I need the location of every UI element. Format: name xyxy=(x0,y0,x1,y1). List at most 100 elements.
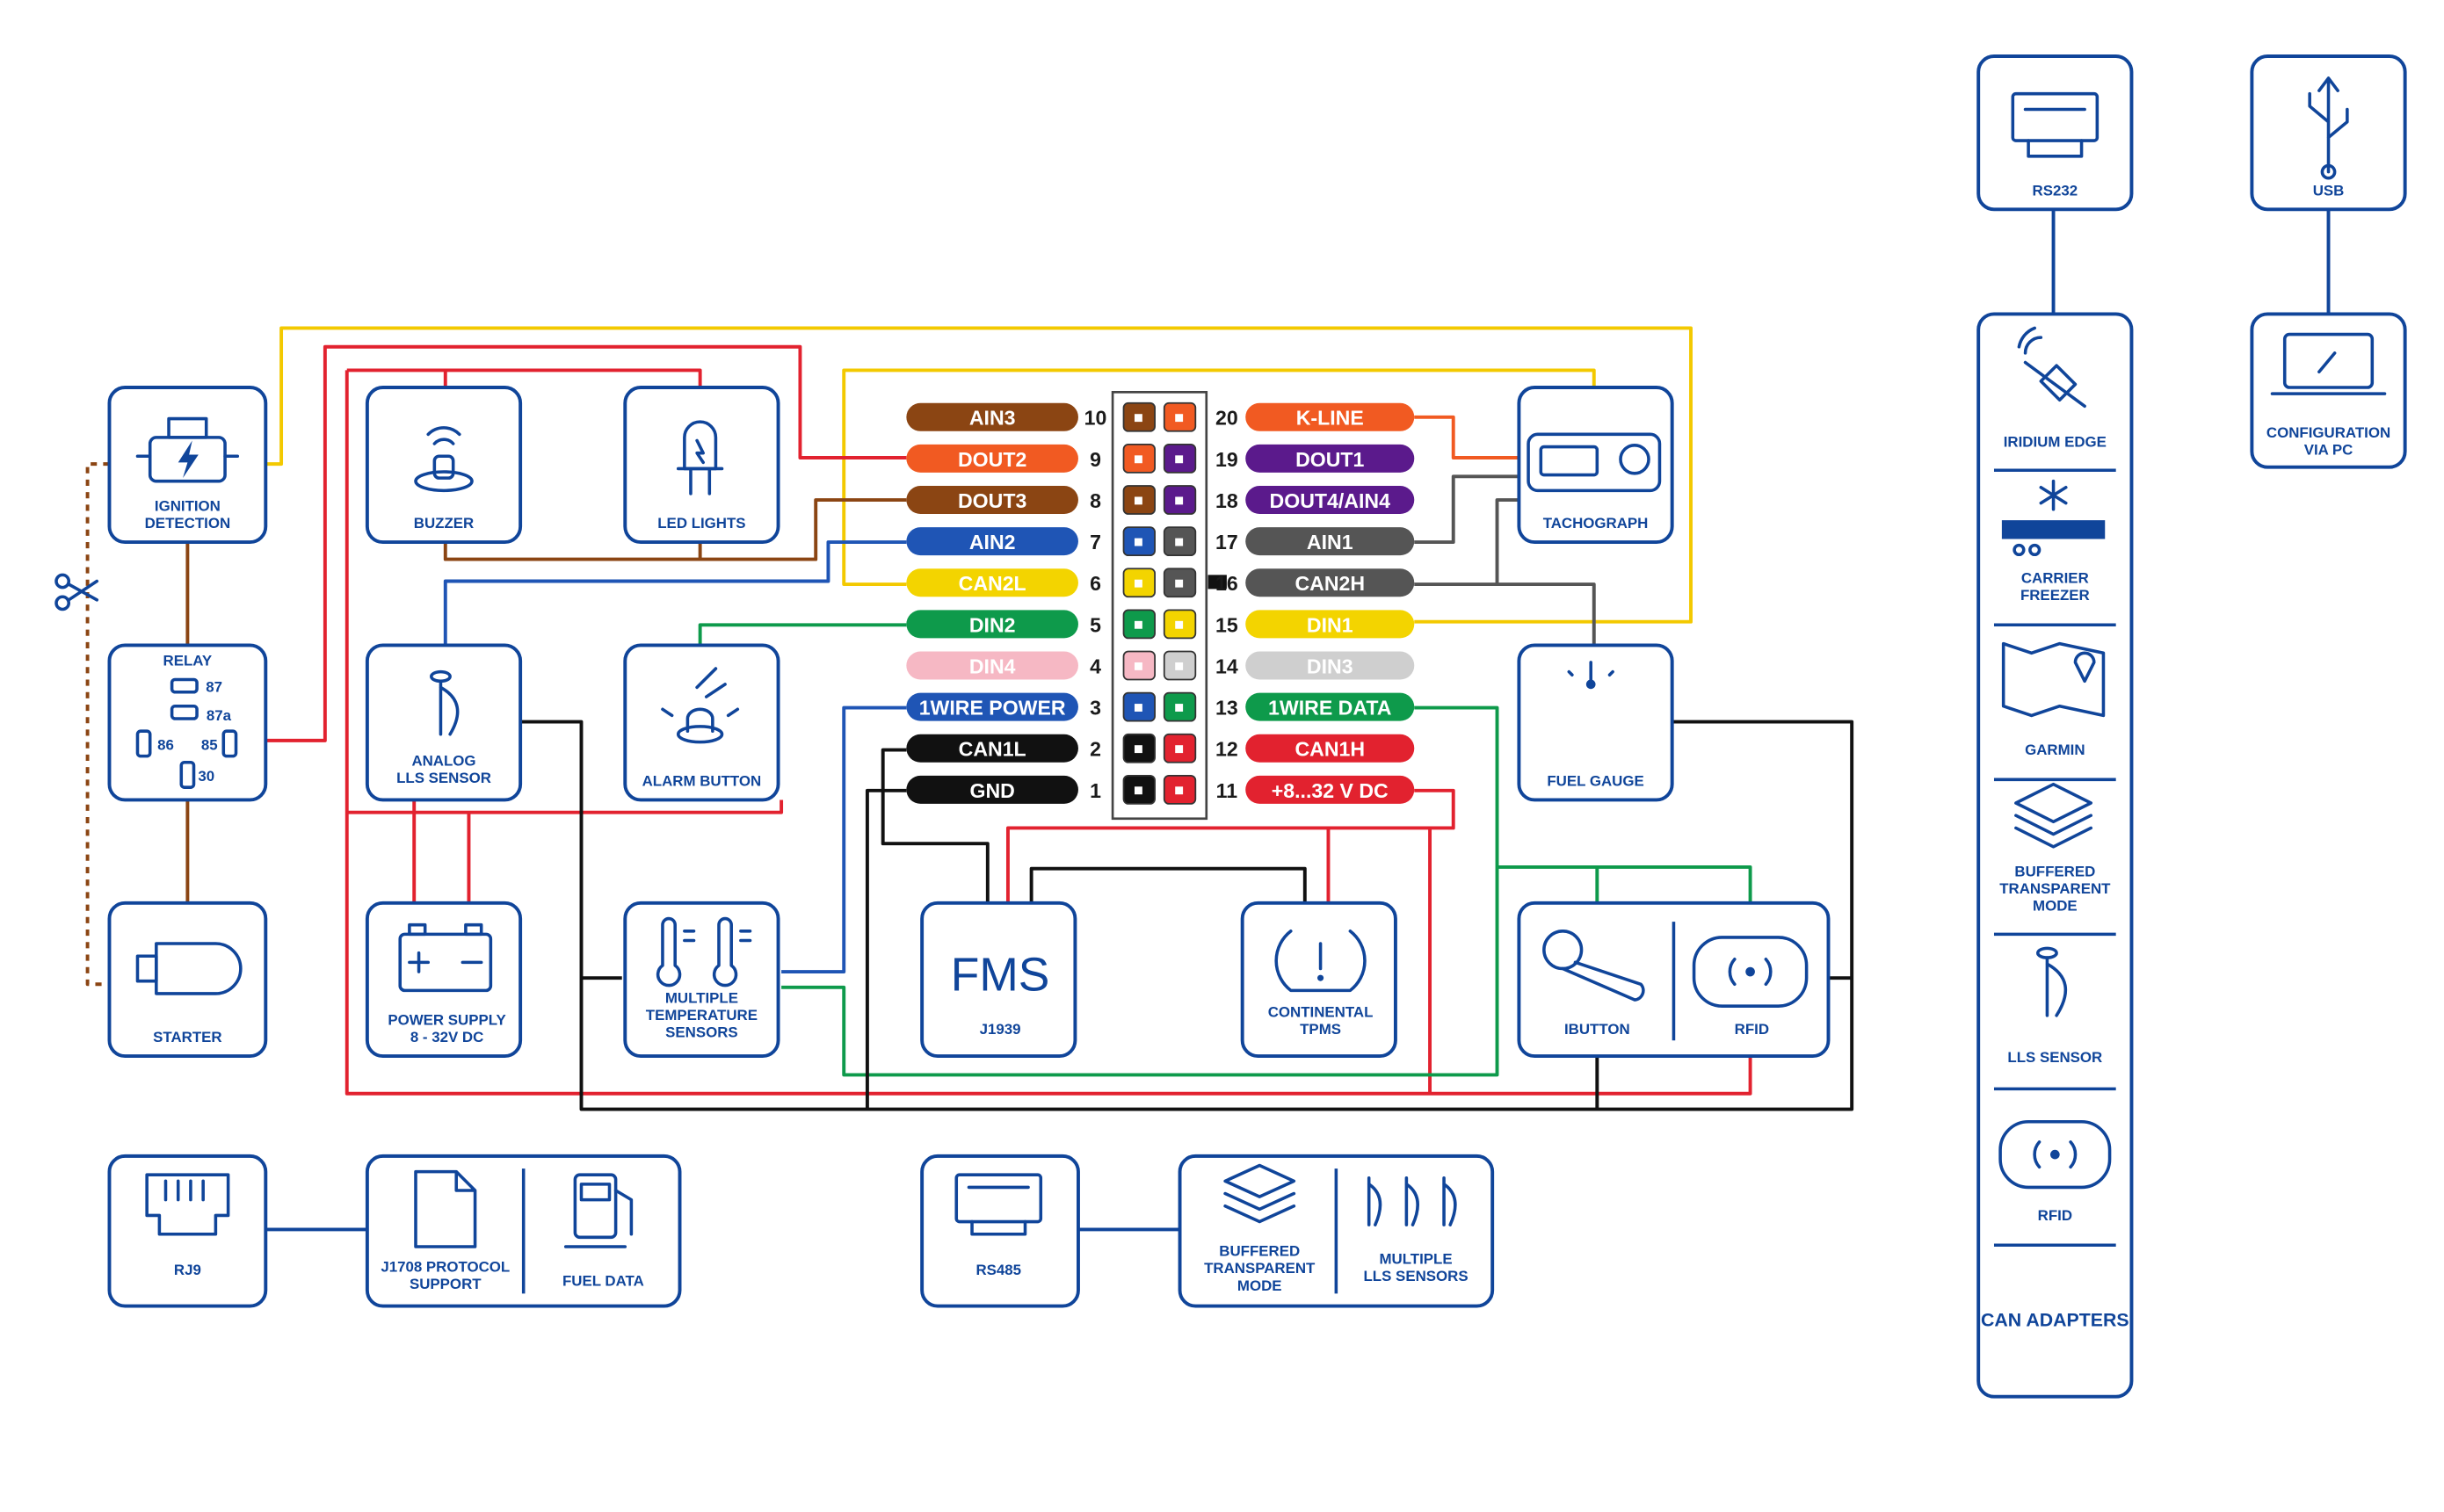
device-ibutton-rfid: IBUTTON RFID xyxy=(1517,901,1831,1059)
wire-dout2 xyxy=(234,344,907,742)
buzzer-icon xyxy=(414,426,474,493)
fms-logo: FMS xyxy=(951,949,1050,1001)
pin-hole xyxy=(1175,579,1184,588)
rfid-icon xyxy=(1692,936,1809,1008)
pin-hole xyxy=(1134,704,1142,712)
pin-number: 12 xyxy=(1215,738,1238,761)
ibutton-icon xyxy=(1542,930,1645,1002)
pin-label: +8...32 V DC xyxy=(1272,779,1389,802)
pin-label: DIN4 xyxy=(969,655,1016,677)
wire-kline xyxy=(1414,415,1519,459)
pin-hole xyxy=(1134,620,1142,629)
pin-number: 9 xyxy=(1090,448,1101,471)
pin-number: 17 xyxy=(1215,531,1238,553)
pin-hole xyxy=(1134,455,1142,464)
tachograph-label: TACHOGRAPH xyxy=(1543,515,1649,532)
device-starter: STARTER xyxy=(107,901,268,1059)
pin-8: DOUT3 8 xyxy=(906,485,1156,515)
relay-pin-85: 85 xyxy=(201,737,218,754)
pin-number: 1 xyxy=(1090,779,1101,802)
pin-15: 15 DIN1 xyxy=(1163,609,1415,640)
list-dividers xyxy=(1993,468,2116,1248)
pin-label: AIN3 xyxy=(969,407,1016,430)
fuel-pump-icon xyxy=(563,1173,634,1248)
wire-can1 xyxy=(881,748,1307,903)
pin-number: 7 xyxy=(1090,531,1101,553)
engine-icon xyxy=(135,416,240,483)
wires xyxy=(85,209,2331,1232)
connector-latch xyxy=(1207,575,1227,590)
pin-label: CAN1H xyxy=(1295,738,1365,761)
device-relay: RELAY 87 87a 86 85 30 xyxy=(107,643,268,802)
rj9-label: RJ9 xyxy=(174,1262,201,1278)
list-item-can-adapters: CAN ADAPTERS xyxy=(1981,1310,2129,1331)
pin-label: DIN2 xyxy=(969,613,1016,636)
alarm-button-icon xyxy=(661,667,740,744)
pin-hole xyxy=(1175,455,1184,464)
fuel-data-label: FUEL DATA xyxy=(562,1272,644,1289)
pin-label-bg xyxy=(1245,444,1415,473)
satellite-icon xyxy=(2017,326,2086,409)
pin-hole xyxy=(1175,745,1184,754)
pin-hole xyxy=(1175,704,1184,712)
pin-label-bg xyxy=(906,651,1078,680)
pin-label: DIN3 xyxy=(1307,655,1353,677)
buzzer-label: BUZZER xyxy=(414,515,474,532)
pin-label-bg xyxy=(906,527,1078,556)
wire-power-rail xyxy=(344,368,1752,1096)
rs232-label: RS232 xyxy=(2033,182,2078,199)
pin-number: 8 xyxy=(1090,489,1101,512)
rj9-port-icon xyxy=(145,1173,230,1236)
wire-cut-loop xyxy=(85,462,110,987)
pin-hole xyxy=(1175,538,1184,546)
pin-label-bg xyxy=(906,402,1078,431)
pin-number: 4 xyxy=(1090,655,1101,677)
pin-label-bg xyxy=(906,486,1078,515)
pin-label-bg xyxy=(1245,610,1415,639)
pin-label: DOUT4/AIN4 xyxy=(1270,489,1391,512)
pin-label: CAN1L xyxy=(959,738,1026,761)
alarm-label: ALARM BUTTON xyxy=(642,772,762,789)
pin-number: 15 xyxy=(1215,613,1238,636)
laptop-icon xyxy=(2270,332,2387,395)
relay-pin-87: 87 xyxy=(206,679,222,696)
interface-links xyxy=(265,209,2331,1232)
pin-number: 6 xyxy=(1090,572,1101,595)
pin-12: 12 CAN1H xyxy=(1163,733,1415,763)
pin-label: DOUT3 xyxy=(958,489,1026,512)
pin-label-bg xyxy=(1245,651,1415,680)
pin-label: DIN1 xyxy=(1307,613,1353,636)
pin-label: DOUT1 xyxy=(1295,448,1364,471)
pin-hole xyxy=(1175,496,1184,505)
pin-label-bg xyxy=(906,734,1078,763)
rs485-port-icon xyxy=(954,1173,1043,1236)
usb-icon xyxy=(2308,76,2349,180)
wire-1wire-data xyxy=(781,705,1752,1077)
device-rs232: RS232 xyxy=(1976,54,2134,212)
relay-pin-87a: 87a xyxy=(207,707,232,724)
usb-label: USB xyxy=(2313,182,2345,199)
wire-power-drops xyxy=(346,799,784,903)
rs232-port-icon xyxy=(2011,91,2100,158)
